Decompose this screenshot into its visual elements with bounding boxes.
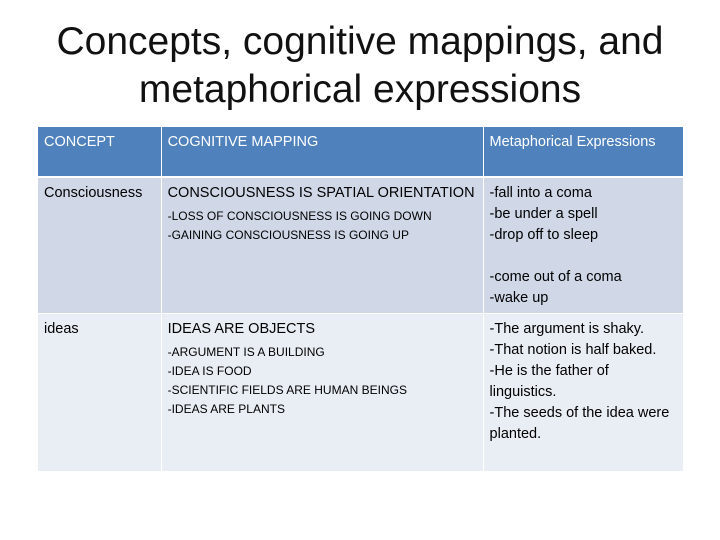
header-metaphorical-expressions: Metaphorical Expressions — [482, 126, 685, 178]
expression-line: -come out of a coma — [489, 269, 622, 285]
expression-line: -fall into a coma — [489, 185, 592, 201]
mapping-sub: -LOSS OF CONSCIOUSNESS IS GOING DOWN — [167, 209, 432, 223]
cell-expressions: -fall into a coma -be under a spell -dro… — [482, 176, 685, 314]
header-cognitive-mapping: COGNITIVE MAPPING — [160, 126, 484, 178]
expression-line: -be under a spell — [489, 206, 598, 222]
expression-line: -The argument is shaky. — [489, 321, 644, 337]
cell-concept: Consciousness — [37, 176, 162, 314]
expression-line: -The seeds of the idea were planted. — [489, 405, 670, 442]
mapping-sub: -GAINING CONSCIOUSNESS IS GOING UP — [167, 228, 409, 242]
slide-title-line-2: metaphorical expressions — [138, 68, 582, 111]
cell-mapping: CONSCIOUSNESS IS SPATIAL ORIENTATION -LO… — [160, 176, 484, 314]
expression-spacer — [490, 246, 677, 267]
expression-line: -He is the father of linguistics. — [489, 363, 609, 400]
mapping-sub: -IDEAS ARE PLANTS — [167, 402, 285, 416]
expression-line: -wake up — [489, 290, 549, 306]
cell-concept: ideas — [37, 313, 162, 472]
table-row: ideas IDEAS ARE OBJECTS -ARGUMENT IS A B… — [37, 313, 685, 472]
mapping-sub: -ARGUMENT IS A BUILDING — [167, 345, 325, 359]
expression-line: -That notion is half baked. — [489, 342, 657, 358]
slide-title-line-1: Concepts, cognitive mappings, and — [56, 20, 664, 63]
mapping-sub: -SCIENTIFIC FIELDS ARE HUMAN BEINGS — [167, 383, 407, 397]
cell-mapping: IDEAS ARE OBJECTS -ARGUMENT IS A BUILDIN… — [160, 313, 484, 472]
concepts-table: CONCEPT COGNITIVE MAPPING Metaphorical E… — [37, 126, 685, 472]
slide-title: Concepts, cognitive mappings, and metaph… — [0, 18, 720, 114]
mapping-main: CONSCIOUSNESS IS SPATIAL ORIENTATION — [167, 185, 475, 201]
table-header-row: CONCEPT COGNITIVE MAPPING Metaphorical E… — [37, 126, 685, 178]
header-concept: CONCEPT — [37, 126, 162, 178]
cell-expressions: -The argument is shaky. -That notion is … — [482, 313, 685, 472]
mapping-main: IDEAS ARE OBJECTS — [167, 321, 316, 337]
expression-line: -drop off to sleep — [489, 227, 599, 243]
table-row: Consciousness CONSCIOUSNESS IS SPATIAL O… — [37, 176, 685, 314]
mapping-sub: -IDEA IS FOOD — [167, 364, 252, 378]
